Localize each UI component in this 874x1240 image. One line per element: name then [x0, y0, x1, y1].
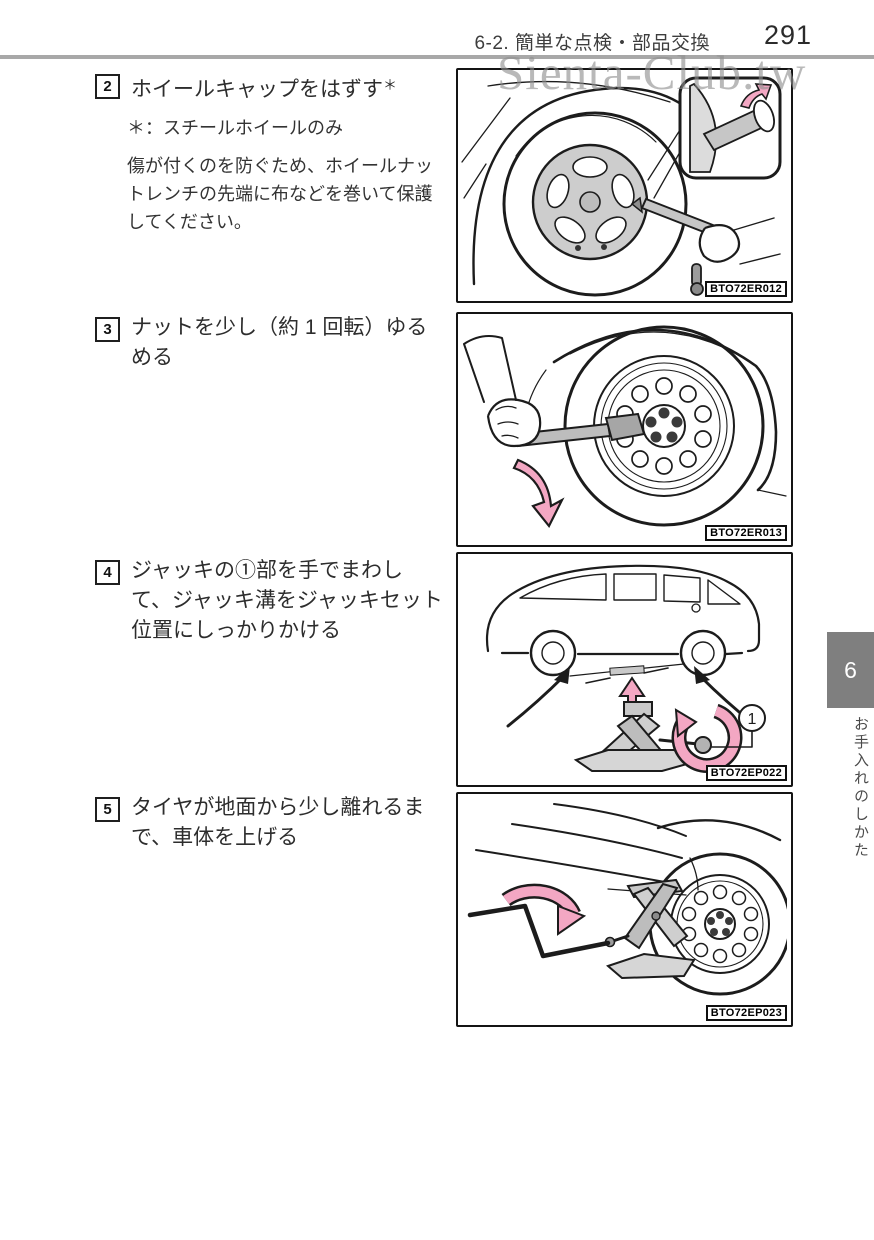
minivan-outline [486, 564, 761, 677]
wheel-cap-removal-illustration [461, 76, 782, 297]
step-footnote: ＊：スチールホイールのみ [127, 118, 343, 138]
scissor-jack [606, 878, 696, 980]
pink-rotation-arrow-icon [671, 703, 743, 773]
figure-loosen-nuts: BTO72ER013 [456, 312, 793, 547]
hubcap [531, 143, 649, 261]
step-caution-text: 傷が付くのを防ぐため、ホイールナットレンチの先端に布などを巻いて保護してください… [127, 156, 433, 232]
lug-wrench-and-hand [463, 335, 646, 448]
step-number-badge: 5 [95, 797, 120, 822]
chapter-title-vertical: お手入れのしかた [852, 716, 869, 860]
figure-code-label: BTO72EP022 [705, 765, 787, 781]
black-guide-arrows [506, 666, 758, 728]
inset-detail [678, 76, 782, 180]
tire [502, 111, 688, 297]
chapter-tab: 6 [827, 632, 874, 708]
figure-raise-vehicle: BTO72EP023 [456, 792, 793, 1027]
step-title: ジャッキの①部を手でまわして、ジャッキ溝をジャッキセット位置にしっかりかける [131, 559, 443, 642]
car-underside-lines [475, 803, 782, 896]
fender-lines [523, 328, 787, 497]
header-divider [0, 55, 874, 59]
step-number-badge: 3 [95, 317, 120, 342]
step-number-badge: 2 [95, 74, 120, 99]
figure-code-label: BTO72EP023 [705, 1005, 787, 1021]
step-title: ナットを少し（約 1 回転）ゆるめる [131, 316, 428, 369]
figure-code-label: BTO72ER013 [705, 525, 787, 541]
scissor-jack [573, 701, 712, 772]
step-title: タイヤが地面から少し離れるまで、車体を上げる [131, 796, 425, 849]
jack-positioning-illustration: 1 [486, 564, 766, 773]
pink-arrow-icon [739, 83, 773, 109]
chapter-number: 6 [844, 656, 857, 683]
step-number-badge: 4 [95, 560, 120, 585]
page-number: 291 [763, 20, 813, 50]
tire [648, 852, 787, 996]
figure-wheel-cap-removal: BTO72ER012 [456, 68, 793, 303]
step-title: ホイールキャップをはずす＊ [131, 70, 443, 105]
raise-vehicle-illustration [467, 803, 787, 996]
loosen-nuts-illustration [463, 325, 787, 529]
pink-rotation-arrow-icon [501, 883, 587, 936]
footnote-asterisk: ＊ [383, 77, 397, 93]
step-3: 3 ナットを少し（約 1 回転）ゆるめる [95, 313, 453, 373]
callout-number: 1 [748, 711, 757, 728]
step-2: 2 ホイールキャップをはずす＊ ＊：スチールホイールのみ 傷が付くのを防ぐため、… [95, 70, 453, 236]
figure-jack-positioning: 1 BTO72EP022 [456, 552, 793, 787]
removal-tool-and-hand [630, 196, 781, 296]
step-title-text: ホイールキャップをはずす [131, 78, 383, 101]
figure-code-label: BTO72ER012 [705, 281, 787, 297]
jack-handle [467, 903, 616, 959]
section-breadcrumb: 6-2. 簡単な点検・部品交換 [474, 33, 710, 54]
callout-1-badge: 1 [711, 704, 766, 748]
step-5: 5 タイヤが地面から少し離れるまで、車体を上げる [95, 793, 453, 853]
jack-point-detail [569, 663, 685, 684]
pink-arrow-icon [512, 458, 565, 529]
step-4: 4 ジャッキの①部を手でまわして、ジャッキ溝をジャッキセット位置にしっかりかける [95, 556, 453, 646]
